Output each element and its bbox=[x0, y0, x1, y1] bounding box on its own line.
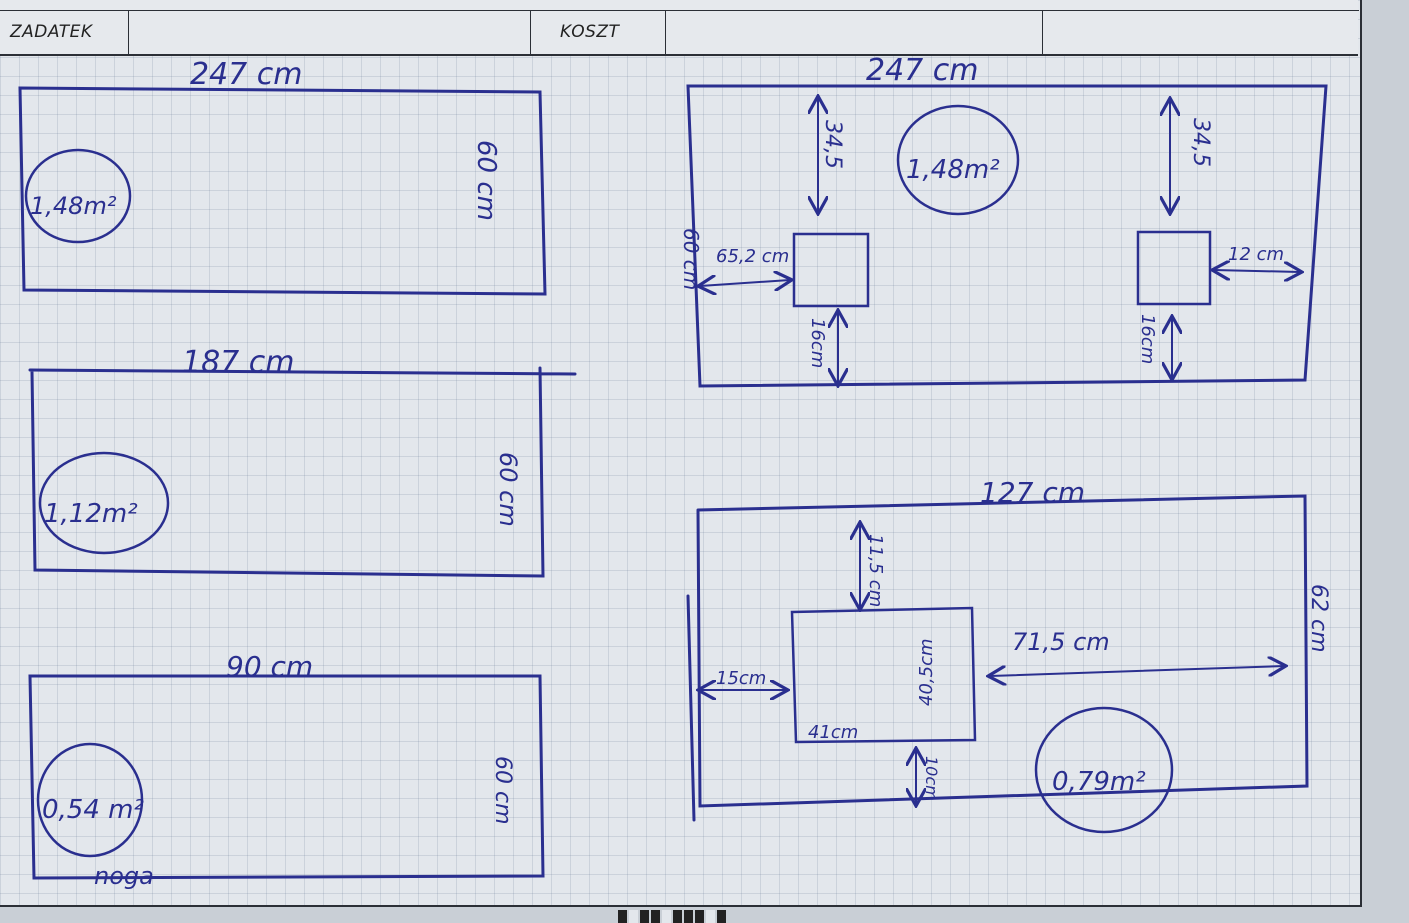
e-bottom-offset-label: 10cm bbox=[922, 756, 941, 801]
c-width-label: 90 cm bbox=[226, 650, 313, 683]
e-width-label: 127 cm bbox=[980, 476, 1085, 509]
a-width-label: 247 cm bbox=[190, 57, 303, 92]
form-header: ZADATEK KOSZT bbox=[0, 0, 1359, 56]
b-width-label: 187 cm bbox=[182, 345, 295, 380]
e-left-offset-label: 15cm bbox=[716, 668, 766, 689]
countertop-a bbox=[18, 86, 547, 296]
koszt-label: KOSZT bbox=[560, 22, 620, 42]
d-top-left-label: 34,5 bbox=[820, 120, 845, 169]
e-top-offset-label: 11,5 cm bbox=[865, 534, 886, 607]
d-bottom-right-label: 16cm bbox=[1137, 314, 1158, 364]
a-area-label: 1,48m² bbox=[30, 192, 117, 220]
countertop-d bbox=[686, 84, 1328, 386]
d-area-label: 1,48m² bbox=[906, 155, 1000, 185]
d-top-right-label: 34,5 bbox=[1188, 118, 1213, 167]
d-right-offset-label: 12 cm bbox=[1228, 244, 1284, 265]
extra-cell bbox=[1042, 10, 1359, 55]
e-cutout-width-label: 41cm bbox=[808, 722, 858, 743]
zadatek-cell bbox=[0, 10, 128, 55]
b-area-label: 1,12m² bbox=[44, 499, 138, 529]
c-area-label: 0,54 m² bbox=[42, 795, 144, 825]
c-height-label: 60 cm bbox=[490, 756, 515, 825]
d-height-label: 60 cm bbox=[679, 228, 703, 290]
c-note-label: noga bbox=[94, 862, 154, 890]
e-right-offset-label: 71,5 cm bbox=[1012, 628, 1110, 656]
a-height-label: 60 cm bbox=[471, 140, 501, 221]
d-left-offset-label: 65,2 cm bbox=[716, 246, 789, 267]
d-bottom-left-label: 16cm bbox=[807, 318, 828, 368]
e-height-label: 62 cm bbox=[1306, 584, 1331, 653]
e-cutout-height-label: 40,5cm bbox=[916, 638, 937, 706]
d-width-label: 247 cm bbox=[866, 53, 979, 88]
countertop-e bbox=[686, 494, 1309, 834]
b-height-label: 60 cm bbox=[494, 452, 522, 527]
koszt-value-cell bbox=[665, 10, 1043, 55]
e-area-label: 0,79m² bbox=[1052, 767, 1146, 797]
paper-sheet: ZADATEK KOSZT bbox=[0, 0, 1362, 907]
zadatek-value-cell bbox=[128, 10, 531, 55]
countertop-b bbox=[28, 366, 577, 578]
zadatek-label: ZADATEK bbox=[10, 22, 93, 42]
countertop-c bbox=[28, 674, 545, 880]
koszt-cell bbox=[530, 10, 666, 55]
qr-code-strip bbox=[618, 910, 728, 923]
